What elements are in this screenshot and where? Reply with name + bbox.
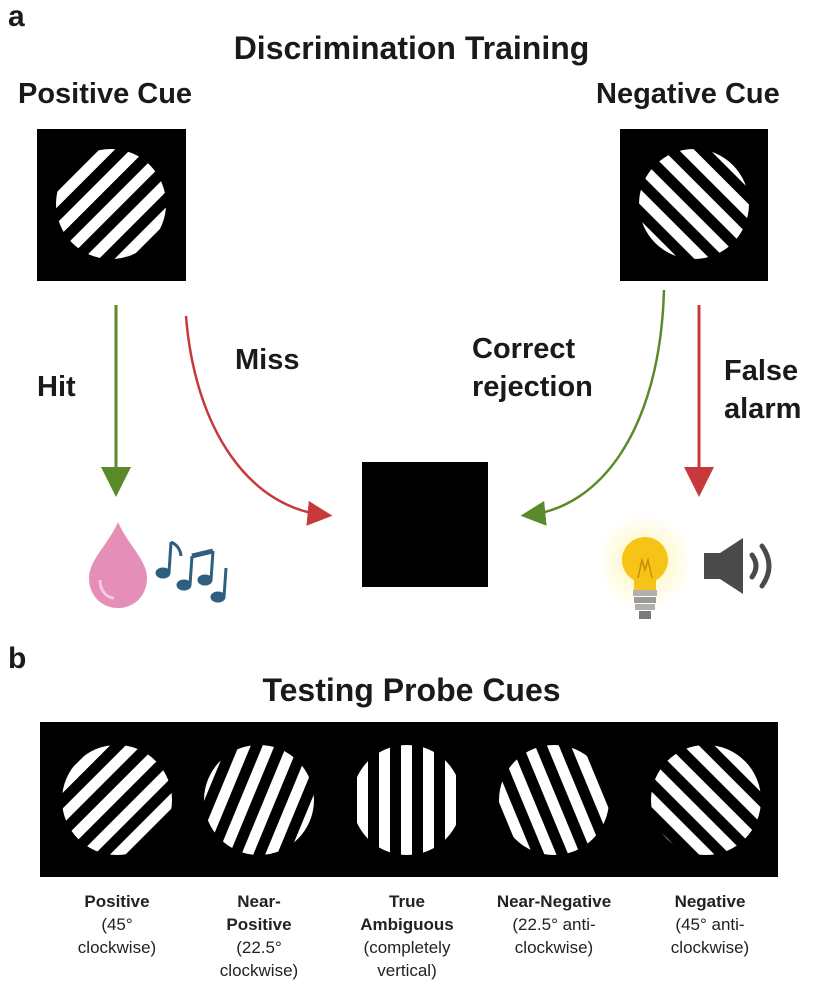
light-bulb-icon <box>597 514 693 619</box>
miss-arrow <box>184 315 333 526</box>
probe-detail-line: vertical) <box>377 961 437 980</box>
probe-caption-positive: Positive (45° clockwise) <box>47 890 187 959</box>
probe-detail-line: clockwise) <box>514 938 594 957</box>
probe-detail-line: (45° anti- <box>675 915 745 934</box>
correct-rejection-line1: Correct <box>472 333 576 365</box>
probe-near-positive <box>204 745 314 855</box>
probe-name-line: Ambiguous <box>360 915 454 934</box>
probe-detail-line: (22.5° <box>236 938 282 957</box>
false-alarm-label: False alarm <box>724 352 801 428</box>
probe-name-line: Positive <box>226 915 292 934</box>
positive-cue-stimulus <box>37 129 186 281</box>
positive-cue-label: Positive Cue <box>18 78 193 110</box>
probe-name: Negative <box>674 892 746 911</box>
probe-near-negative <box>499 745 609 855</box>
miss-label: Miss <box>235 344 300 376</box>
probe-name: Positive <box>84 892 150 911</box>
correct-rejection-line2: rejection <box>472 371 593 403</box>
false-alarm-line1: False <box>724 355 799 387</box>
false-alarm-line2: alarm <box>724 393 802 425</box>
probe-name-line: Near- <box>237 892 281 911</box>
music-notes-icon <box>155 540 228 603</box>
panel-b-title: Testing Probe Cues <box>262 672 561 708</box>
negative-cue-label: Negative Cue <box>596 78 780 110</box>
panel-b-letter: b <box>8 642 27 675</box>
probe-detail-line: clockwise) <box>219 961 299 980</box>
blank-screen <box>362 462 488 587</box>
correct-rejection-arrow <box>520 289 666 526</box>
probe-detail-line: (45° <box>101 915 133 934</box>
probe-name-line: True <box>389 892 425 911</box>
probe-name: Near-Negative <box>496 892 612 911</box>
probe-caption-negative: Negative (45° anti- clockwise) <box>640 890 780 959</box>
panel-a-title: Discrimination Training <box>233 30 590 66</box>
probe-detail-line: (22.5° anti- <box>512 915 596 934</box>
probe-true-ambiguous <box>352 745 462 855</box>
probe-detail-line: clockwise) <box>77 938 157 957</box>
probe-detail-line: (completely <box>363 938 451 957</box>
water-drop-icon <box>89 522 147 608</box>
probe-caption-near-positive: Near- Positive (22.5° clockwise) <box>189 890 329 982</box>
probe-positive <box>62 745 172 855</box>
panel-a-letter: a <box>8 0 25 33</box>
probe-detail-line: clockwise) <box>670 938 750 957</box>
negative-cue-stimulus <box>620 129 768 281</box>
probe-negative <box>651 745 761 855</box>
probe-caption-near-negative: Near-Negative (22.5° anti- clockwise) <box>484 890 624 959</box>
correct-rejection-label: Correct rejection <box>472 330 593 406</box>
probe-caption-true-ambiguous: True Ambiguous (completely vertical) <box>337 890 477 982</box>
hit-label: Hit <box>37 371 76 403</box>
speaker-icon <box>704 538 772 594</box>
